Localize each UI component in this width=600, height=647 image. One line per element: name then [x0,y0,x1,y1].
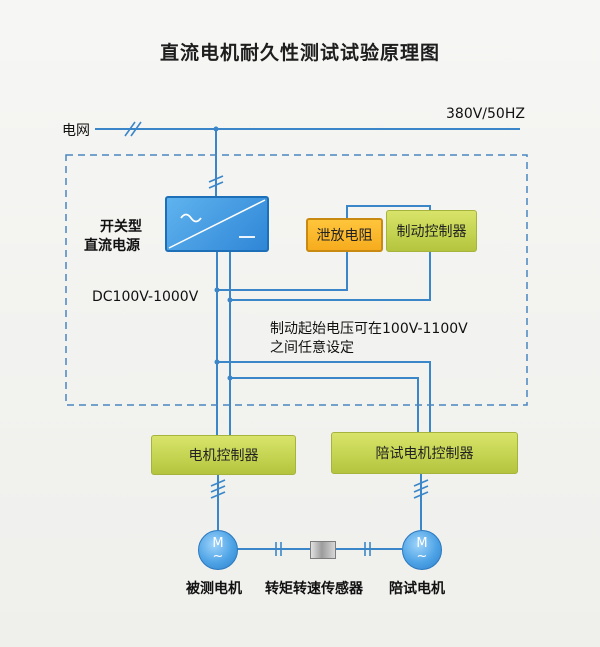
grid-label: 电网 [62,123,90,139]
slash-right-3 [413,491,429,499]
slash-feed-2 [208,181,224,189]
slash-left-3 [210,491,226,499]
junction-dot [213,126,219,132]
motor-wave: ~ [212,549,224,564]
companion-motor-symbol: M ~ [402,530,442,570]
test-motor-symbol: M ~ [198,530,238,570]
ac-dc-converter-icon [168,199,266,249]
bus-lower [230,377,419,432]
junction-dot [227,375,233,381]
bus-upper [217,361,431,432]
motor-letter: M [416,536,428,551]
junction-dot [214,287,220,293]
motor-wave: ~ [416,549,428,564]
diagram-title: 直流电机耐久性测试试验原理图 [159,42,440,64]
bleeder-resistor: 泄放电阻 [306,218,383,252]
junction-dot [227,297,233,303]
torque-sensor-symbol [310,541,336,559]
brake-note-line2: 之间任意设定 [270,340,354,356]
brake-note-line1: 制动起始电压可在100V-1100V [270,321,468,337]
slash-feed-1 [208,175,224,183]
psu-output-range: DC100V-1000V [92,289,199,305]
test-motor-label: 被测电机 [186,581,242,597]
brake-controller-label: 制动控制器 [396,224,467,240]
slash-left-1 [210,479,226,487]
companion-motor-controller-label: 陪试电机控制器 [375,446,474,462]
bleeder-resistor-label: 泄放电阻 [316,228,373,244]
psu-label-line1: 开关型 [100,219,142,235]
psu-label-line2: 直流电源 [84,238,140,254]
slash-grid-1 [124,121,136,137]
grid-spec: 380V/50HZ [446,106,525,122]
motor-controller-label: 电机控制器 [188,448,259,464]
slash-left-2 [210,485,226,493]
brake-left-loop [217,205,431,291]
brake-controller: 制动控制器 [386,210,477,252]
dashed-enclosure [65,154,528,406]
slash-grid-2 [130,121,142,137]
brake-right-loop [230,252,431,301]
slash-right-2 [413,485,429,493]
motor-letter: M [212,536,224,551]
torque-sensor-label: 转矩转速传感器 [265,581,363,597]
companion-motor-label: 陪试电机 [389,581,445,597]
motor-controller: 电机控制器 [151,435,296,475]
slash-right-1 [413,479,429,487]
junction-dot [214,359,220,365]
companion-motor-controller: 陪试电机控制器 [331,432,518,474]
dc-power-supply [165,196,269,252]
